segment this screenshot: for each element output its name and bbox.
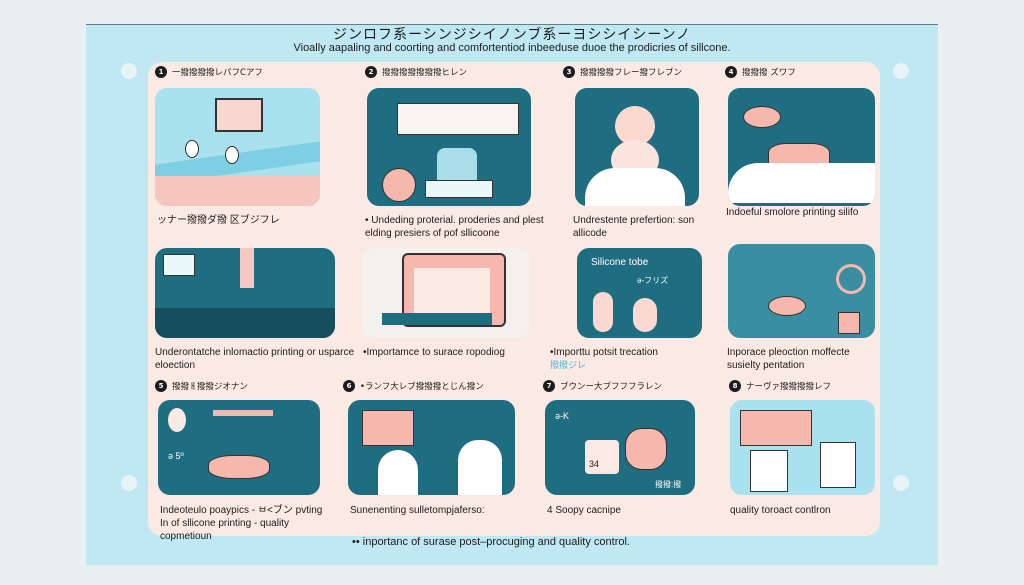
caption: Undrestente prefertion: son allicode (573, 215, 695, 239)
illustration-silicone-parts (728, 244, 875, 338)
caption: quality toroact contlron (730, 505, 831, 516)
step-label: 撥撥撥撥撥撥撥ヒレン (382, 68, 468, 78)
illustration-printer-box (362, 248, 530, 338)
img-sublabel: ə-フリズ (637, 276, 669, 285)
footer-text: •• inportanc of surase post–procuging an… (352, 536, 630, 548)
subtitle: Vioally aapaling and coorting and comfor… (293, 42, 731, 54)
caption: • Undeding proterial. proderies and ples… (365, 215, 544, 239)
step-4-header: 4 撥撥撥 ズワフ (725, 66, 796, 78)
decor-dot (893, 475, 909, 491)
decor-dot (121, 63, 137, 79)
step-number: 2 (365, 66, 377, 78)
step-label: •ランフ大レブ撥撥撥とじん撥ン (360, 382, 484, 392)
decor-dot (893, 63, 909, 79)
step-2-header: 2 撥撥撥撥撥撥撥ヒレン (365, 66, 467, 78)
step-label: ナーヴァ撥撥撥撥レフ (746, 382, 832, 392)
title-jp: ジンロフ系ーシンジシイノンブ系ーヨシシイシーンノ (333, 27, 691, 43)
caption: Indoeful smolore printing silifo (726, 207, 859, 218)
illustration-silicone-tube: Silicone tobe ə-フリズ (577, 248, 702, 338)
step-number: 8 (729, 380, 741, 392)
step-number: 5 (155, 380, 167, 392)
step-3-header: 3 撥撥撥撥フレー撥フレブン (563, 66, 682, 78)
illustration-3d-printer (367, 88, 531, 206)
caption: Sunenenting sulletompjaferso: (350, 505, 485, 516)
step-label: 一撥撥撥撥レパフCアフ (172, 68, 263, 78)
caption: 4 Soopy cacnipe (547, 505, 621, 516)
illustration-hand-holding-silicone (575, 88, 699, 206)
illustration-lab-counter (155, 88, 320, 206)
caption-sub: 撥撥ジレ (550, 360, 587, 370)
step-label: 撥撥撥撥フレー撥フレブン (580, 68, 683, 78)
img-label: Silicone tobe (591, 257, 649, 268)
step-label: 撥撥ㅐ撥撥ジオナン (172, 382, 248, 392)
caption: ッナー撥撥ダ撥 区ブジフレ (157, 215, 280, 226)
caption: •Importamce to surace ropodiog (363, 347, 505, 358)
caption: Underontatche inlomactio printing or usp… (155, 347, 354, 371)
step-label: ブウンー大ブフフフラレン (560, 382, 663, 392)
step-1-header: 1 一撥撥撥撥レパフCアフ (155, 66, 263, 78)
step-5-header: 5 撥撥ㅐ撥撥ジオナン (155, 380, 248, 392)
step-number: 3 (563, 66, 575, 78)
illustration-quality-checklist (730, 400, 875, 495)
step-number: 7 (543, 380, 555, 392)
step-number: 1 (155, 66, 167, 78)
illustration-audience (155, 248, 335, 338)
img-tag: 撥撥:撥 (655, 480, 682, 489)
caption: Inporace pleoction moffecte susielty pen… (727, 347, 850, 371)
caption: Indeoteulo poaypics - ㅂ<ブン pvting In of … (160, 505, 323, 542)
step-7-header: 7 ブウンー大ブフフフラレン (543, 380, 662, 392)
illustration-hand-pressing-disc (728, 88, 875, 206)
step-number: 6 (343, 380, 355, 392)
illustration-scientists (348, 400, 515, 495)
img-sublabel: 34 (589, 459, 600, 469)
step-8-header: 8 ナーヴァ撥撥撥撥レフ (729, 380, 831, 392)
illustration-printing-arm: ə 5º (158, 400, 320, 495)
step-number: 4 (725, 66, 737, 78)
step-label: 撥撥撥 ズワフ (742, 68, 796, 78)
decor-dot (121, 475, 137, 491)
caption: •Importtu potsit trecation 撥撥ジレ (550, 346, 710, 372)
img-label: ə 5º (168, 451, 184, 461)
illustration-researcher: ə-K 34 撥撥:撥 (545, 400, 695, 495)
img-label: ə-K (555, 411, 570, 421)
caption-text: •Importtu potsit trecation (550, 347, 658, 358)
step-6-header: 6 •ランフ大レブ撥撥撥とじん撥ン (343, 380, 484, 392)
